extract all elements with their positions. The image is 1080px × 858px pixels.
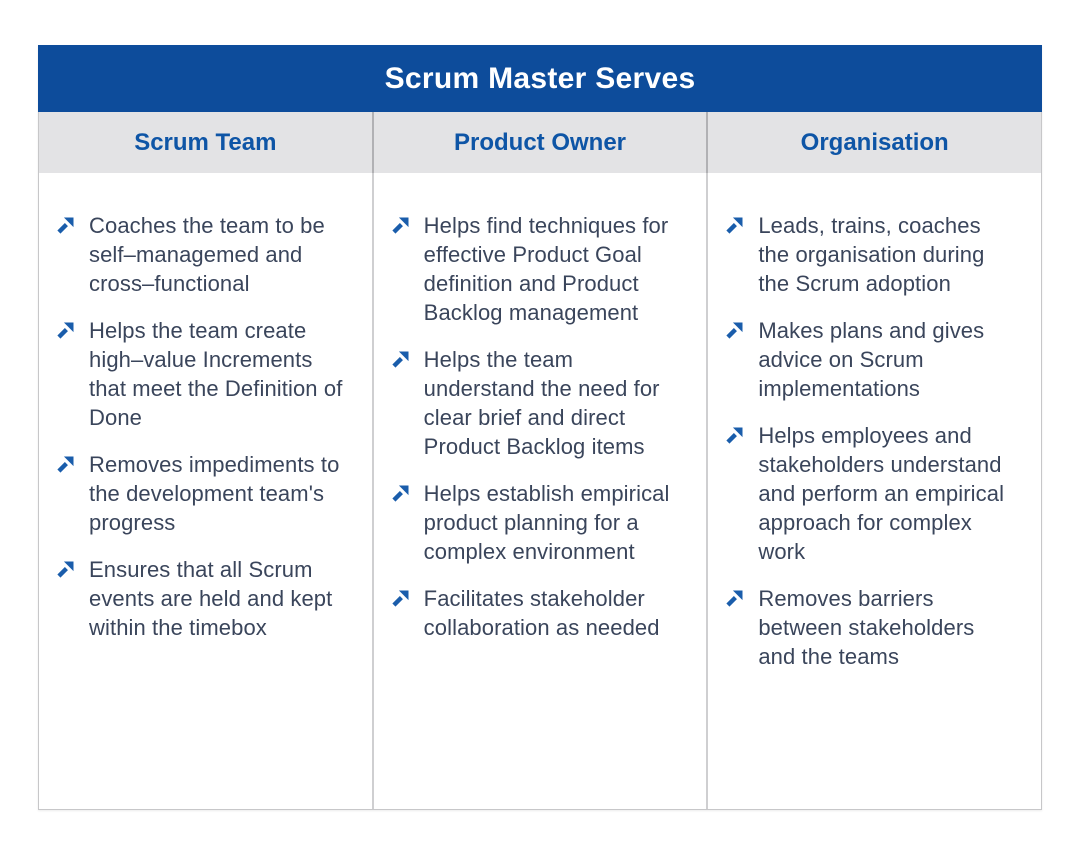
list-item-text: Removes barriers between stakeholders an… xyxy=(758,586,975,669)
list-item-text: Leads, trains, coaches the organisation … xyxy=(758,213,985,296)
column-divider xyxy=(706,112,709,173)
arrow-up-right-icon xyxy=(56,454,76,474)
column-organisation: Leads, trains, coaches the organisation … xyxy=(708,173,1041,809)
column-header-scrum-team: Scrum Team xyxy=(134,128,277,156)
list-item-text: Helps the team create high–value Increme… xyxy=(89,318,343,430)
arrow-up-right-icon xyxy=(391,215,411,235)
list-item: Makes plans and gives advice on Scrum im… xyxy=(725,316,1017,403)
arrow-up-right-icon xyxy=(725,215,745,235)
list-item-text: Helps find techniques for effective Prod… xyxy=(423,213,669,325)
column-header-organisation: Organisation xyxy=(800,128,949,156)
list-item: Helps find techniques for effective Prod… xyxy=(391,211,683,327)
list-item-text: Removes impediments to the development t… xyxy=(89,452,340,535)
list-item: Ensures that all Scrum events are held a… xyxy=(56,555,348,642)
list-item-text: Coaches the team to be self–managemed an… xyxy=(89,213,325,296)
arrow-up-right-icon xyxy=(56,215,76,235)
arrow-up-right-icon xyxy=(391,483,411,503)
arrow-up-right-icon xyxy=(56,320,76,340)
list-item-text: Helps employees and stakeholders underst… xyxy=(758,423,1005,564)
column-scrum-team: Coaches the team to be self–managemed an… xyxy=(39,173,372,809)
list-item: Helps employees and stakeholders underst… xyxy=(725,421,1017,566)
list-item-text: Ensures that all Scrum events are held a… xyxy=(89,557,333,640)
list-item: Leads, trains, coaches the organisation … xyxy=(725,211,1017,298)
list-item-text: Helps establish empirical product planni… xyxy=(423,481,670,564)
column-header-product-owner: Product Owner xyxy=(453,128,627,156)
scrum-master-serves-table: Scrum Master Serves Scrum Team Product O… xyxy=(38,45,1042,810)
table-body: Coaches the team to be self–managemed an… xyxy=(39,173,1041,809)
column-header-row: Scrum Team Product Owner Organisation xyxy=(39,112,1041,173)
column-divider xyxy=(706,173,709,809)
column-product-owner: Helps find techniques for effective Prod… xyxy=(374,173,707,809)
arrow-up-right-icon xyxy=(391,349,411,369)
arrow-up-right-icon xyxy=(56,559,76,579)
product-owner-list: Helps find techniques for effective Prod… xyxy=(391,211,683,642)
list-item: Helps establish empirical product planni… xyxy=(391,479,683,566)
list-item: Removes impediments to the development t… xyxy=(56,450,348,537)
table-title: Scrum Master Serves xyxy=(384,61,696,95)
list-item: Removes barriers between stakeholders an… xyxy=(725,584,1017,671)
arrow-up-right-icon xyxy=(725,425,745,445)
table-title-bar: Scrum Master Serves xyxy=(38,45,1042,112)
column-divider xyxy=(371,173,374,809)
arrow-up-right-icon xyxy=(725,588,745,608)
column-divider xyxy=(371,112,374,173)
list-item: Coaches the team to be self–managemed an… xyxy=(56,211,348,298)
list-item-text: Helps the team understand the need for c… xyxy=(423,347,660,459)
arrow-up-right-icon xyxy=(725,320,745,340)
list-item: Helps the team understand the need for c… xyxy=(391,345,683,461)
list-item-text: Makes plans and gives advice on Scrum im… xyxy=(758,318,985,401)
arrow-up-right-icon xyxy=(391,588,411,608)
list-item-text: Facilitates stakeholder collaboration as… xyxy=(423,586,660,640)
list-item: Helps the team create high–value Increme… xyxy=(56,316,348,432)
list-item: Facilitates stakeholder collaboration as… xyxy=(391,584,683,642)
organisation-list: Leads, trains, coaches the organisation … xyxy=(725,211,1017,671)
scrum-team-list: Coaches the team to be self–managemed an… xyxy=(56,211,348,642)
